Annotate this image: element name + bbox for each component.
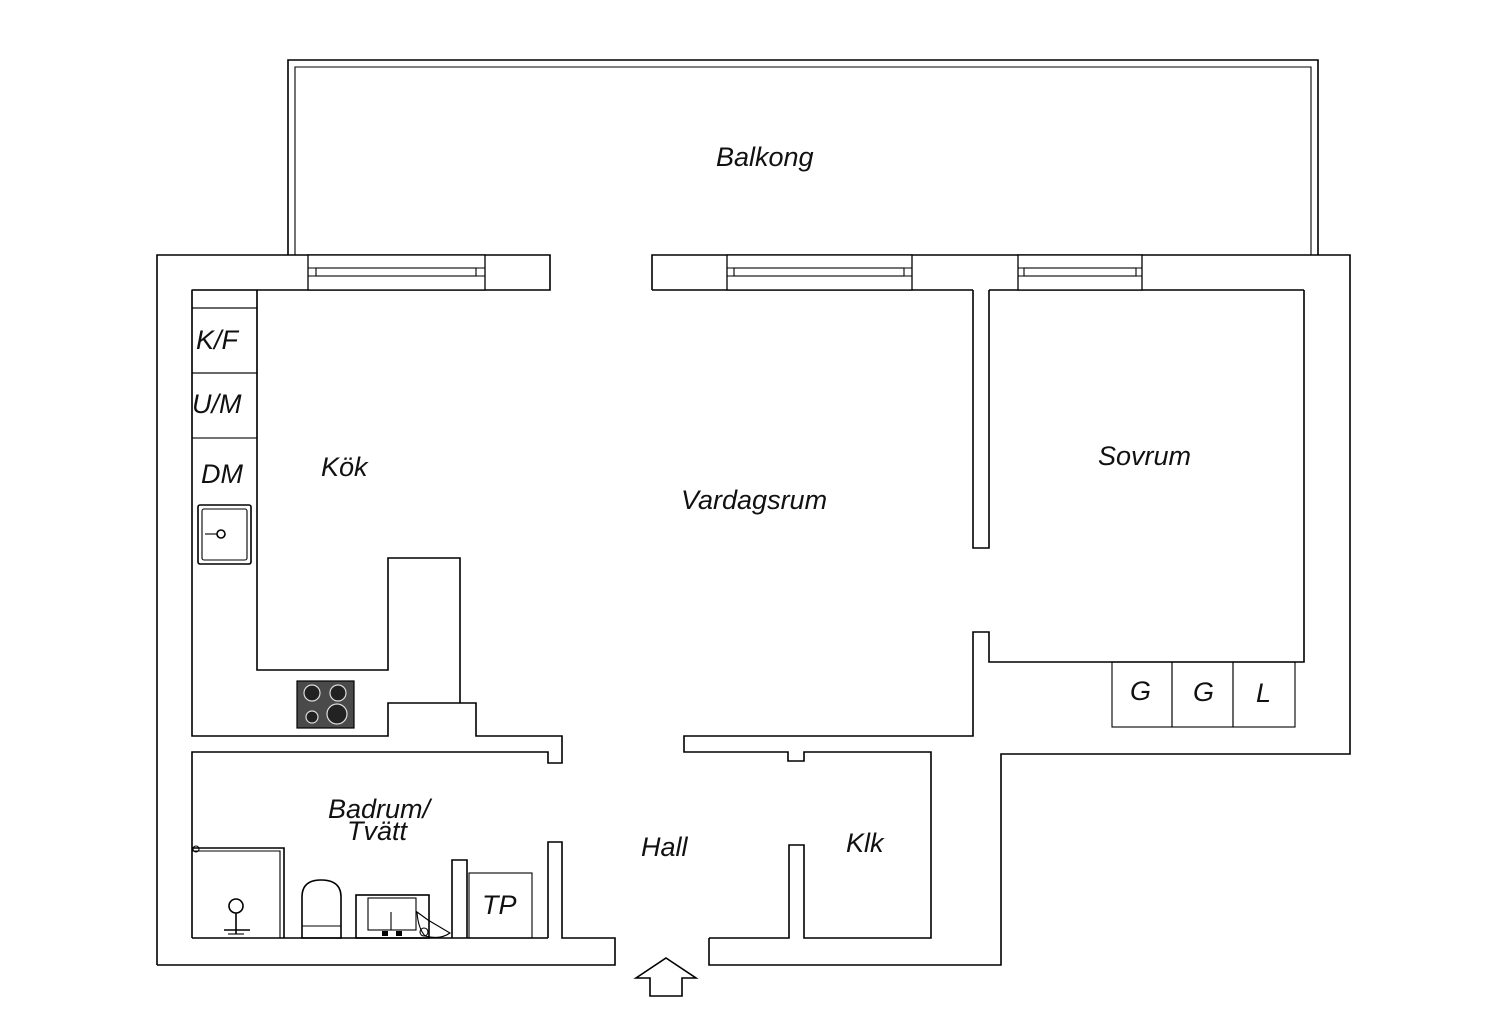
tp-label: TP [482, 890, 517, 920]
stove-icon [296, 680, 355, 729]
interior-walls [683, 290, 1305, 939]
balcony [287, 59, 1319, 255]
sink-icon [197, 504, 252, 565]
kf-label: K/F [196, 325, 240, 355]
kok-label: Kök [321, 452, 369, 482]
um-label: U/M [192, 389, 242, 419]
window-2 [726, 254, 913, 291]
klk-label: Klk [846, 828, 885, 858]
toilet-icon [301, 879, 342, 939]
kitchen-walls [191, 289, 563, 938]
washbasin-icon [355, 894, 452, 939]
shower-icon [192, 845, 285, 938]
closet-g1-label: G [1130, 676, 1151, 706]
hall-label: Hall [641, 832, 689, 862]
closets [1111, 661, 1296, 728]
dm-label: DM [201, 459, 243, 489]
badrum-label: Badrum/ [328, 794, 433, 824]
window-3 [1017, 254, 1143, 291]
vardagsrum-label: Vardagsrum [681, 485, 827, 515]
tvatt-label: Tvätt [347, 816, 409, 846]
entrance-arrow-icon [633, 957, 699, 997]
window-1 [307, 254, 486, 291]
balkong-label: Balkong [716, 142, 814, 172]
exterior-walls [156, 254, 1351, 966]
closet-g2-label: G [1193, 677, 1214, 707]
sovrum-label: Sovrum [1098, 441, 1191, 471]
closet-l-label: L [1256, 678, 1271, 708]
